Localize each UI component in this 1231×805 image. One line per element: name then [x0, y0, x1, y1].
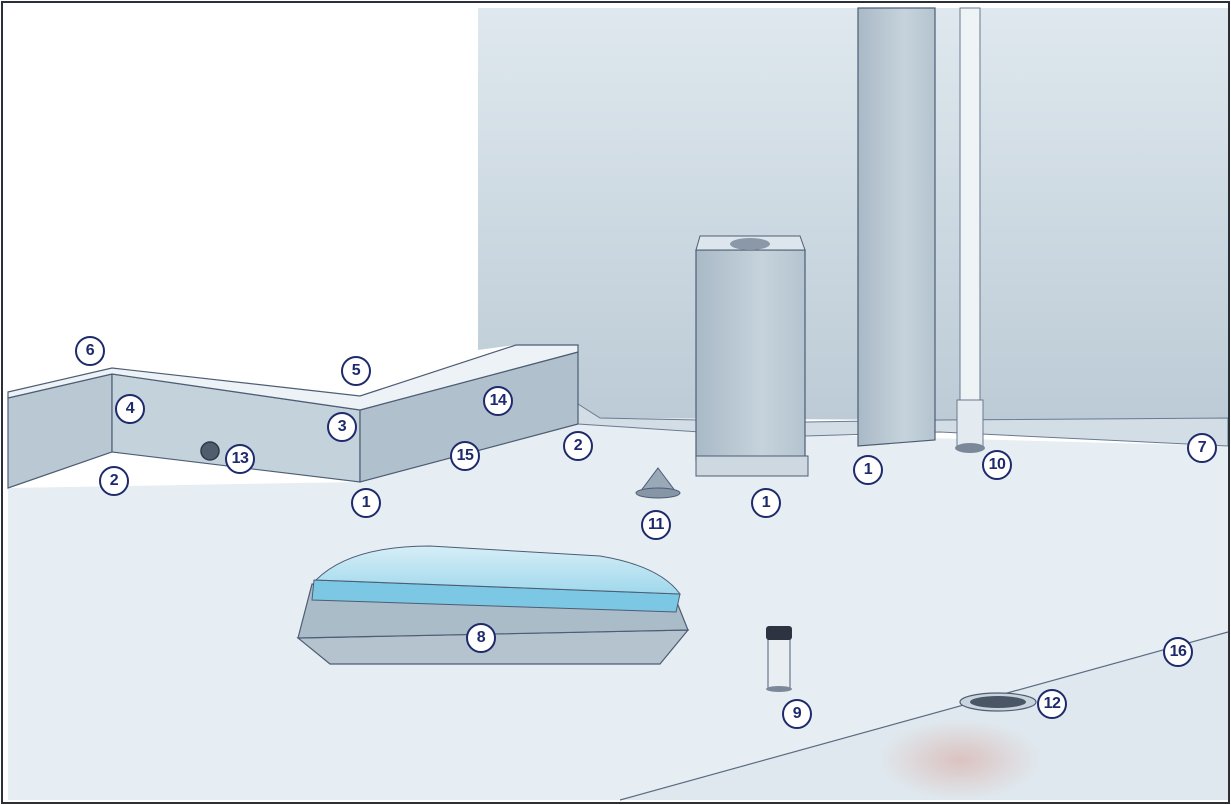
vent-stack-base — [696, 456, 808, 476]
callout-1b: 1 — [751, 488, 781, 518]
roof-drain-opening — [970, 696, 1026, 708]
downpipe-outlet — [955, 443, 985, 453]
vent-stack-opening — [730, 238, 770, 250]
callout-8: 8 — [466, 623, 496, 653]
callout-14: 14 — [483, 386, 513, 416]
downpipe — [960, 8, 980, 408]
callout-1c: 1 — [853, 455, 883, 485]
callout-7: 7 — [1187, 433, 1217, 463]
downpipe-shoe — [957, 400, 983, 446]
callout-6: 6 — [75, 336, 105, 366]
callout-13: 13 — [225, 444, 255, 474]
callout-12: 12 — [1037, 689, 1067, 719]
callout-5: 5 — [341, 356, 371, 386]
vent-cone-base — [636, 488, 680, 498]
callout-15: 15 — [450, 441, 480, 471]
vent-stack — [696, 250, 805, 460]
pipe-vent-cap — [766, 626, 792, 640]
callout-2b: 2 — [563, 431, 593, 461]
callout-9: 9 — [782, 699, 812, 729]
pipe-vent-base — [766, 686, 792, 692]
wall-column — [858, 8, 935, 446]
callout-2a: 2 — [99, 466, 129, 496]
callout-3: 3 — [327, 412, 357, 442]
callout-10: 10 — [982, 450, 1012, 480]
roof-stain — [880, 720, 1040, 800]
callout-11: 11 — [641, 510, 671, 540]
callout-4: 4 — [115, 394, 145, 424]
wall-pipe-penetration — [201, 442, 219, 460]
back-wall — [478, 8, 1228, 420]
pipe-vent — [768, 636, 790, 688]
callout-16: 16 — [1163, 637, 1193, 667]
callout-1a: 1 — [351, 488, 381, 518]
